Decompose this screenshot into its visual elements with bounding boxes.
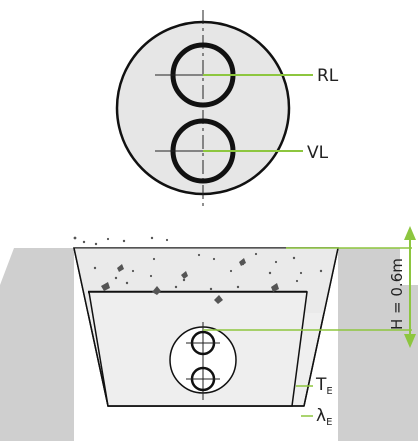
depth-label: H = 0.6m <box>388 258 406 330</box>
lambda-label: λE <box>316 406 332 428</box>
gravel-stones <box>73 236 323 304</box>
rl-label: RL <box>317 66 339 86</box>
depth-arrow-down <box>404 334 416 348</box>
te-subscript: E <box>326 386 332 397</box>
concrete-lower-left <box>0 285 14 441</box>
trench-section: H = 0.6m TE λE <box>0 226 418 441</box>
soil-property-labels: TE λE <box>296 375 333 428</box>
vl-label: VL <box>307 143 329 163</box>
trench-right-wall <box>303 247 339 407</box>
te-label: TE <box>315 375 333 397</box>
ground-left-edge <box>0 248 74 441</box>
lambda-subscript: E <box>326 417 332 428</box>
lambda-symbol: λ <box>316 406 326 426</box>
ground-right-wall <box>338 248 400 441</box>
te-symbol: T <box>315 375 327 395</box>
depth-arrow-up <box>404 226 416 240</box>
depth-dimension: H = 0.6m <box>203 226 416 348</box>
pipe-cross-section: RL VL <box>115 10 339 210</box>
buried-pipe-group <box>169 322 237 400</box>
trench-left-wall <box>73 247 109 407</box>
